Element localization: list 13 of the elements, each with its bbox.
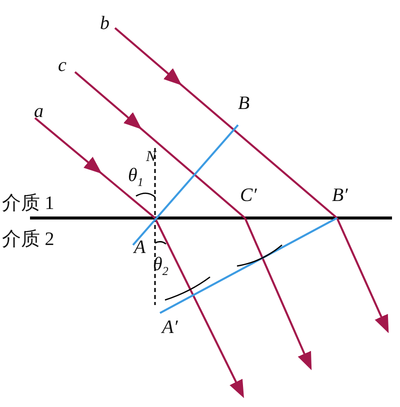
angle-label: θ$_{1}$ (128, 166, 144, 188)
point-label: A (134, 238, 146, 257)
point-label: B′ (332, 186, 348, 205)
medium-label: 介质 1 (2, 194, 54, 213)
medium-label: 介质 2 (2, 230, 54, 249)
point-label: A′ (162, 318, 178, 337)
point-label: N (146, 150, 156, 165)
angle-label: θ$_{2}$ (153, 255, 168, 277)
point-label: C′ (240, 186, 257, 205)
point-label: B (238, 94, 250, 113)
ray-label: b (100, 14, 110, 33)
ray-label: c (58, 56, 66, 75)
ray-label: a (34, 102, 44, 121)
